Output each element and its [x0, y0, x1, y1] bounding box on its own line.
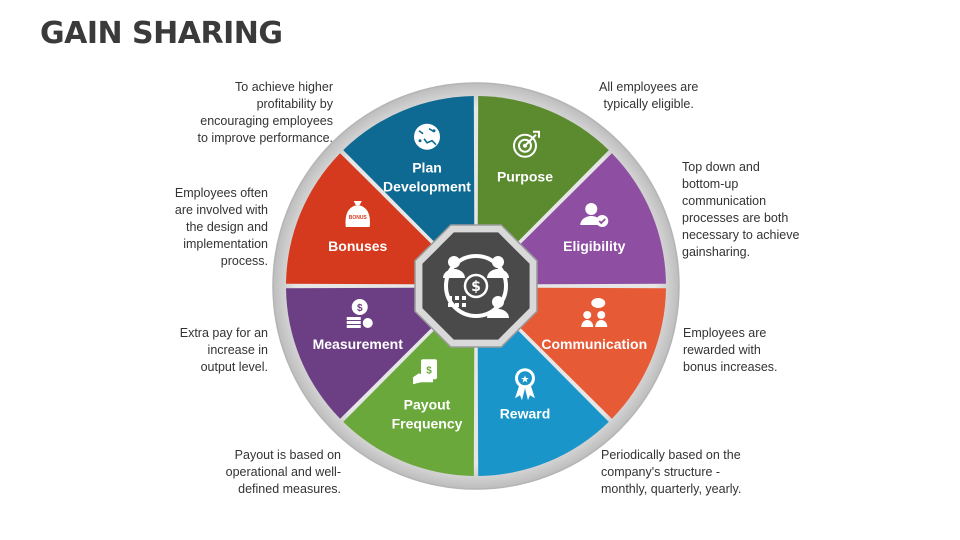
- segment-label-bonuses: Bonuses: [328, 238, 387, 254]
- svg-text:$: $: [426, 365, 432, 376]
- bonuses-description: Extra pay for an increase in output leve…: [179, 326, 268, 374]
- svg-text:BONUS: BONUS: [349, 215, 368, 221]
- measurement-description: Payout is based on operational and well-…: [225, 448, 341, 496]
- target-icon: [512, 130, 540, 158]
- svg-text:★: ★: [520, 374, 529, 385]
- award-ribbon-icon: ★: [514, 368, 535, 401]
- coins-icon: $: [346, 298, 373, 328]
- money-bag-icon: BONUS: [345, 201, 370, 228]
- segment-label-reward: Reward: [500, 405, 551, 421]
- reward-description: Employees are rewarded with bonus increa…: [683, 326, 778, 374]
- segment-label-eligibility: Eligibility: [563, 238, 625, 254]
- plan-map-icon: [414, 123, 441, 150]
- user-check-icon: [580, 203, 609, 228]
- purpose-description: To achieve higher profitability by encou…: [197, 80, 333, 145]
- segment-label-purpose: Purpose: [497, 169, 553, 185]
- eligibility-description: All employees are typically eligible.: [599, 80, 699, 111]
- center-people-money-icon: $: [443, 254, 509, 318]
- cash-hand-icon: $: [413, 359, 438, 385]
- svg-text:$: $: [357, 303, 363, 314]
- chat-people-icon: [581, 297, 608, 327]
- payout-description: Periodically based on the company's stru…: [601, 448, 742, 496]
- page-title: GAIN SHARING: [40, 16, 283, 51]
- plan-description: Employees often are involved with the de…: [174, 186, 268, 268]
- communication-description: Top down and bottom-up communication pro…: [682, 160, 800, 259]
- segment-label-communication: Communication: [541, 336, 647, 352]
- svg-text:$: $: [471, 279, 481, 295]
- segment-label-measurement: Measurement: [313, 336, 404, 352]
